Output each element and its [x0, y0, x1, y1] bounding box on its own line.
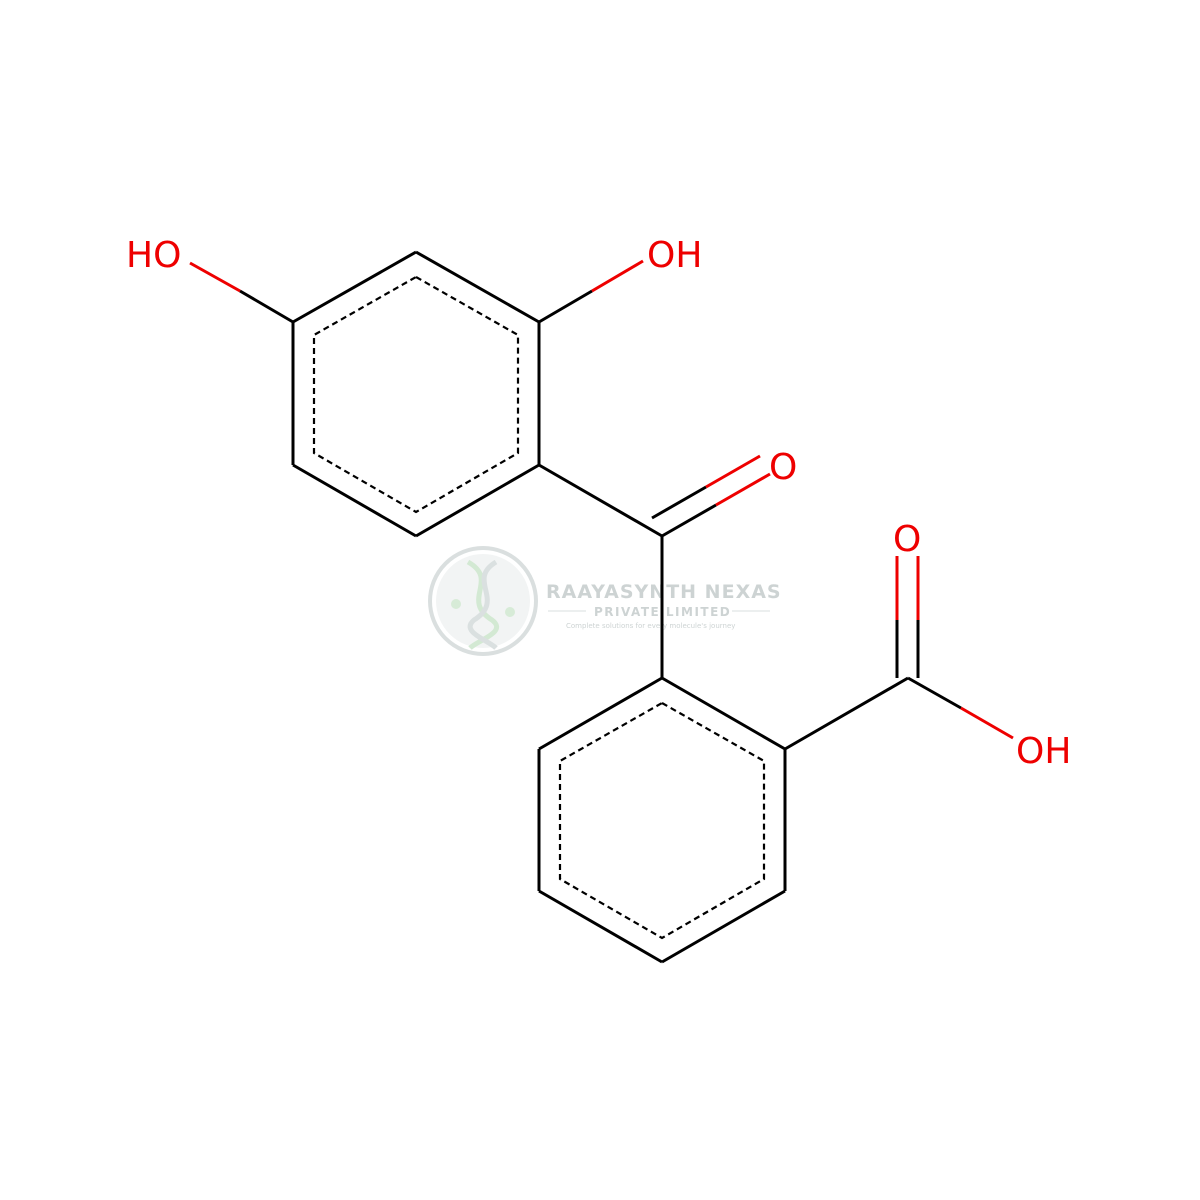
bond	[239, 289, 294, 324]
bond	[538, 463, 663, 538]
bond	[415, 463, 540, 538]
atom-label-o-ketone: O	[769, 447, 797, 488]
watermark-hex-dot	[505, 607, 515, 617]
upper-aromatic-ring	[291, 250, 541, 538]
hydroxyl-top: OH	[538, 235, 702, 324]
bond	[715, 472, 771, 507]
bond	[538, 289, 593, 324]
bond	[705, 454, 761, 489]
ketone-group: O	[538, 447, 797, 678]
aromatic-inner-ring	[312, 275, 520, 514]
bond	[960, 706, 1014, 740]
atom-label-oh-acid: OH	[1016, 731, 1071, 772]
bond	[189, 261, 241, 293]
bond	[292, 463, 417, 538]
atom-label-ho-left: HO	[126, 235, 181, 276]
bond	[784, 676, 909, 751]
lower-aromatic-ring	[537, 676, 787, 964]
bond	[661, 889, 786, 964]
watermark-tagline: Complete solutions for every molecule's …	[566, 622, 735, 630]
watermark-logo-fill	[436, 554, 530, 648]
bond	[661, 676, 786, 751]
bond	[907, 676, 962, 710]
hydroxyl-left: HO	[126, 235, 294, 324]
watermark: RAAYASYNTH NEXAS PRIVATE LIMITED Complet…	[428, 546, 782, 656]
bond	[538, 889, 663, 964]
carboxylic-acid-group: O OH	[784, 519, 1071, 772]
aromatic-inner-ring	[558, 701, 766, 940]
atom-label-o-acid: O	[893, 519, 921, 560]
bond	[415, 250, 540, 324]
watermark-company: RAAYASYNTH NEXAS	[546, 581, 782, 603]
bond	[651, 485, 707, 520]
watermark-hex-dot	[451, 599, 461, 609]
bond	[661, 503, 717, 538]
watermark-dna-icon-strand	[467, 559, 498, 650]
bond	[292, 250, 417, 324]
bond	[591, 259, 644, 293]
atom-label-oh-top: OH	[647, 235, 702, 276]
bond	[538, 676, 663, 751]
watermark-logo-ring	[428, 546, 538, 656]
